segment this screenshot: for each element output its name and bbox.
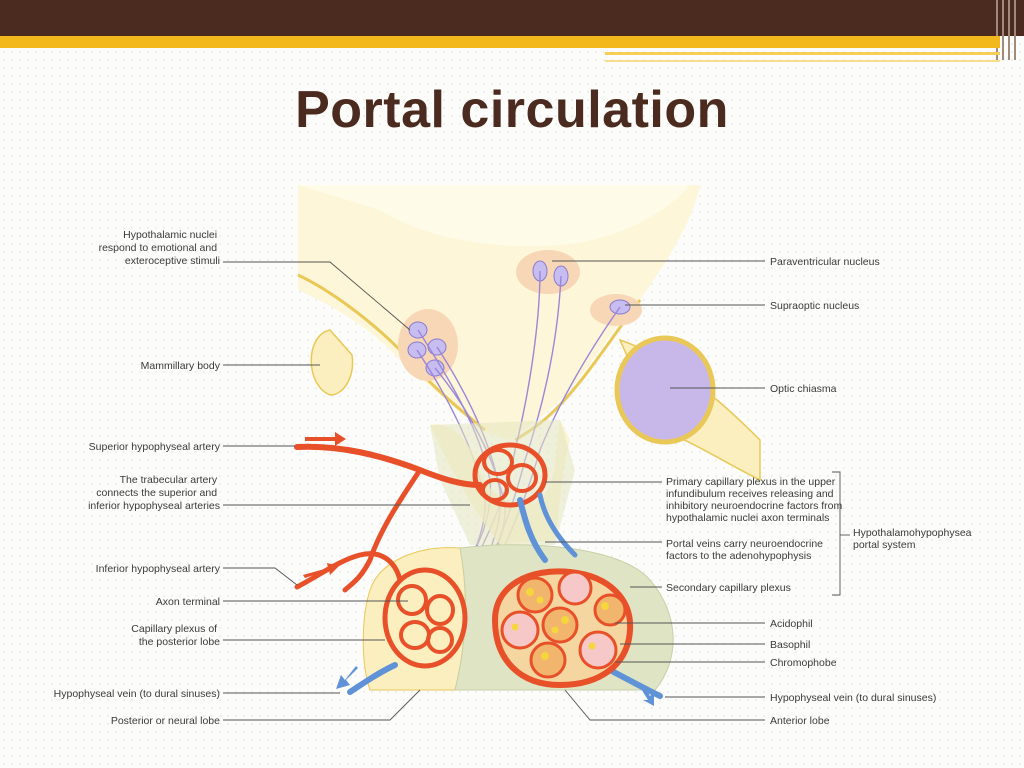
slide-title: Portal circulation <box>295 81 729 139</box>
veins <box>347 492 663 699</box>
label-hypophyseal-vein-left: Hypophyseal vein (to dural sinuses) <box>54 688 220 700</box>
label-primary-capillary-plexus: Primary capillary plexus in the upper in… <box>666 476 845 524</box>
arrow-vein-left <box>336 666 358 689</box>
label-capillary-plexus-posterior: Capillary plexus of the posterior lobe <box>131 623 220 648</box>
label-posterior-lobe: Posterior or neural lobe <box>111 715 220 727</box>
label-portal-veins: Portal veins carry neuroendocrine factor… <box>666 538 826 562</box>
label-optic-chiasma: Optic chiasma <box>770 383 837 395</box>
arrow-inferior <box>303 563 339 578</box>
label-mammillary-body: Mammillary body <box>141 360 221 372</box>
label-basophil: Basophil <box>770 639 810 651</box>
label-trabecular-artery: The trabecular artery connects the super… <box>88 474 220 512</box>
label-hypothalamic-nuclei: Hypothalamic nuclei respond to emotional… <box>99 229 220 267</box>
label-acidophil: Acidophil <box>770 618 813 630</box>
hypothalamus-upper <box>298 185 690 246</box>
label-secondary-capillary-plexus: Secondary capillary plexus <box>666 582 791 594</box>
arrow-superior <box>305 432 346 446</box>
gold-line-thin <box>605 60 1000 62</box>
label-paraventricular-nucleus: Paraventricular nucleus <box>770 256 880 268</box>
secondary-capillary-plexus <box>491 568 634 689</box>
label-anterior-lobe: Anterior lobe <box>770 715 830 727</box>
label-portal-system: Hypothalamohypophysea portal system <box>853 527 974 551</box>
label-superior-hypophyseal-artery: Superior hypophyseal artery <box>89 441 221 453</box>
label-inferior-hypophyseal-artery: Inferior hypophyseal artery <box>96 563 221 575</box>
top-bar <box>0 0 1024 60</box>
gold-line <box>605 52 1000 55</box>
gold-band <box>0 36 1000 48</box>
label-chromophobe: Chromophobe <box>770 657 837 669</box>
label-axon-terminal: Axon terminal <box>156 596 220 608</box>
leader-lines <box>223 260 850 721</box>
optic-chiasma <box>614 335 716 445</box>
label-hypophyseal-vein-right: Hypophyseal vein (to dural sinuses) <box>770 692 936 704</box>
hypothalamus-tissue <box>298 185 700 440</box>
arrow-vein-right <box>640 684 654 706</box>
paraventricular-nucleus <box>516 250 580 294</box>
mammillary-body <box>310 329 354 396</box>
arteries <box>294 442 548 669</box>
label-supraoptic-nucleus: Supraoptic nucleus <box>770 300 859 312</box>
